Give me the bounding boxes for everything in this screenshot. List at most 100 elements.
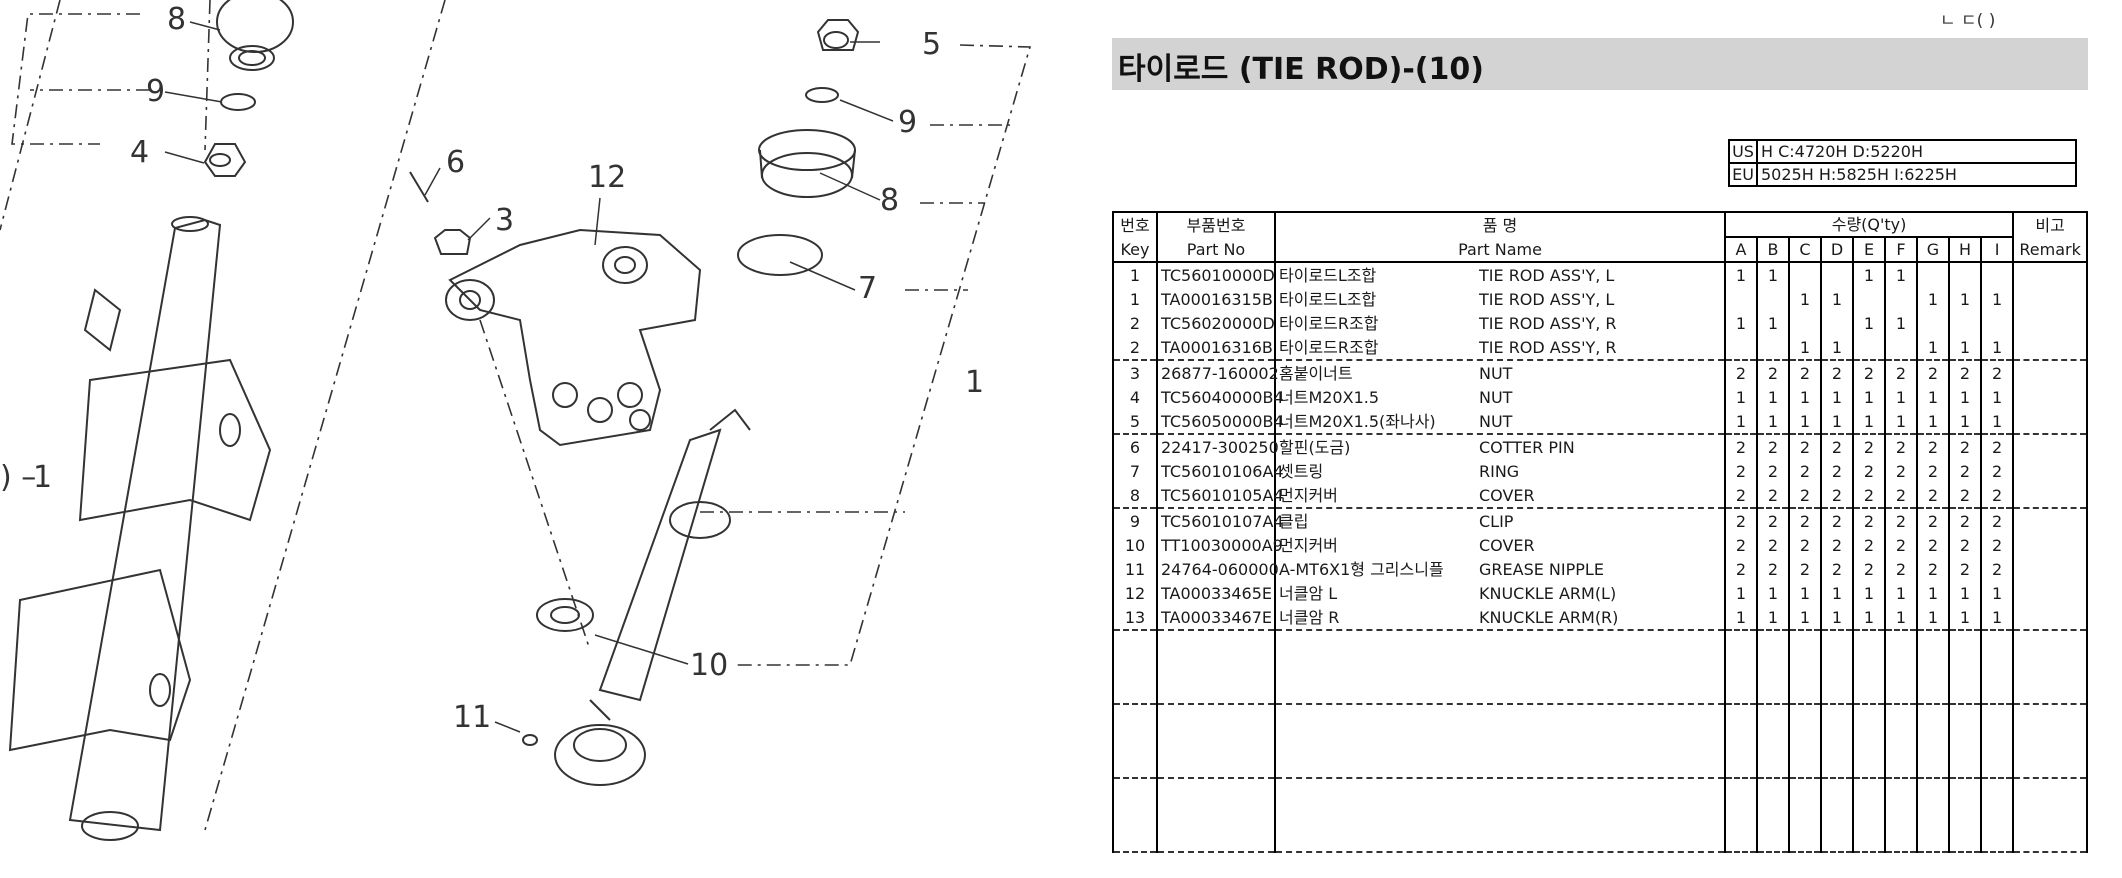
row-qty-cell [1820, 311, 1853, 335]
row-qty-cell: 1 [1916, 605, 1949, 631]
row-remark [2012, 311, 2088, 335]
row-qty-cell: 1 [1852, 385, 1885, 409]
row-qty-cell: 2 [1788, 533, 1821, 557]
empty-cell [1820, 630, 1853, 705]
corner-page-text: ㄴ ㄷ( ) [1940, 11, 1996, 31]
row-qty-cell: 1 [1979, 409, 2014, 435]
empty-cell [1274, 704, 1725, 779]
row-part-name-korean: 타이로드R조합 [1279, 313, 1379, 333]
part-name-header: 품 명 [1274, 212, 1725, 237]
callout-6: 6 [446, 145, 465, 180]
row-qty-cell: 1 [1820, 581, 1853, 605]
row-qty-cell [1852, 335, 1885, 361]
callout-9-right: 9 [898, 105, 917, 140]
row-part-no: 24764-060000 [1156, 557, 1279, 581]
row-part-no: TC56040000B4 [1156, 385, 1284, 409]
empty-cell [1112, 778, 1157, 853]
row-key: 7 [1112, 459, 1157, 483]
row-qty-cell: 2 [1884, 459, 1917, 483]
row-qty-cell: 2 [1724, 360, 1757, 385]
empty-cell [1948, 778, 1981, 853]
empty-cell [2012, 630, 2088, 705]
row-qty-cell: 2 [1724, 483, 1757, 509]
empty-cell [1112, 630, 1157, 705]
callout-8-right: 8 [880, 183, 899, 218]
row-qty-cell: 2 [1948, 533, 1981, 557]
row-qty-cell: 1 [1788, 385, 1821, 409]
row-qty-cell: 2 [1820, 533, 1853, 557]
row-qty-cell: 1 [1948, 605, 1981, 631]
empty-cell [1852, 778, 1885, 853]
row-qty-cell: 2 [1820, 483, 1853, 509]
callout-7: 7 [858, 271, 877, 306]
row-qty-cell: 1 [1724, 311, 1757, 335]
callout-12: 12 [588, 160, 626, 195]
row-remark [2012, 483, 2088, 509]
row-part-no: TC56010106A4 [1156, 459, 1284, 483]
empty-cell [1274, 778, 1725, 853]
row-qty-cell: 1 [1884, 262, 1917, 287]
row-qty-cell: 1 [1948, 581, 1981, 605]
row-qty-cell [1788, 311, 1821, 335]
row-qty-cell: 1 [1916, 385, 1949, 409]
row-part-name-korean: 타이로드L조합 [1279, 289, 1377, 309]
empty-cell [1948, 704, 1981, 779]
row-part-name-korean: 너트M20X1.5 [1279, 387, 1380, 407]
row-key: 3 [1112, 360, 1157, 385]
row-qty-cell [1852, 287, 1885, 311]
row-part-no: TA00016315B [1156, 287, 1275, 311]
empty-cell [1788, 630, 1821, 705]
row-qty-cell: 1 [1756, 311, 1789, 335]
row-qty-cell: 1 [1916, 409, 1949, 435]
row-key: 4 [1112, 385, 1157, 409]
row-qty-cell: 2 [1724, 557, 1757, 581]
row-qty-cell: 1 [1884, 311, 1917, 335]
qty-col-header: G [1916, 237, 1949, 263]
empty-cell [1724, 630, 1757, 705]
row-part-name-english: NUT [1479, 363, 1513, 383]
row-remark [2012, 533, 2088, 557]
row-qty-cell [1884, 287, 1917, 311]
row-qty-cell: 1 [1724, 385, 1757, 409]
row-qty-cell: 2 [1820, 434, 1853, 459]
row-qty-cell: 1 [1788, 335, 1821, 361]
row-qty-cell: 1 [1884, 385, 1917, 409]
row-qty-cell: 2 [1852, 434, 1885, 459]
empty-cell [1884, 778, 1917, 853]
row-qty-cell: 2 [1884, 360, 1917, 385]
row-qty-cell: 2 [1756, 434, 1789, 459]
row-key: 6 [1112, 434, 1157, 459]
title-bar [1112, 38, 2088, 90]
empty-cell [1884, 630, 1917, 705]
row-qty-cell [1788, 262, 1821, 287]
row-qty-cell: 2 [1820, 459, 1853, 483]
row-qty-cell: 1 [1820, 287, 1853, 311]
row-qty-cell [1820, 262, 1853, 287]
row-part-name-korean: 너클암 L [1279, 583, 1338, 603]
row-qty-cell: 1 [1979, 581, 2014, 605]
row-part-name: 할핀(도금)COTTER PIN [1274, 434, 1725, 459]
row-part-name: 너트M20X1.5(좌나사)NUT [1274, 409, 1725, 435]
row-remark [2012, 459, 2088, 483]
row-qty-cell: 2 [1916, 508, 1949, 533]
page-title: 타이로드 (TIE ROD)-(10) [1118, 52, 1484, 87]
row-part-name-english: KNUCKLE ARM(R) [1479, 607, 1619, 627]
quantity-header: 수량(Q'ty) [1723, 212, 2014, 238]
row-part-name-korean: 클립 [1279, 511, 1309, 531]
row-qty-cell: 1 [1884, 581, 1917, 605]
row-qty-cell: 2 [1820, 508, 1853, 533]
callout-8-left: 8 [167, 2, 186, 37]
row-part-no: TC56050000B4 [1156, 409, 1284, 435]
row-qty-cell: 2 [1756, 533, 1789, 557]
row-qty-cell: 1 [1852, 581, 1885, 605]
row-qty-cell [1979, 311, 2014, 335]
